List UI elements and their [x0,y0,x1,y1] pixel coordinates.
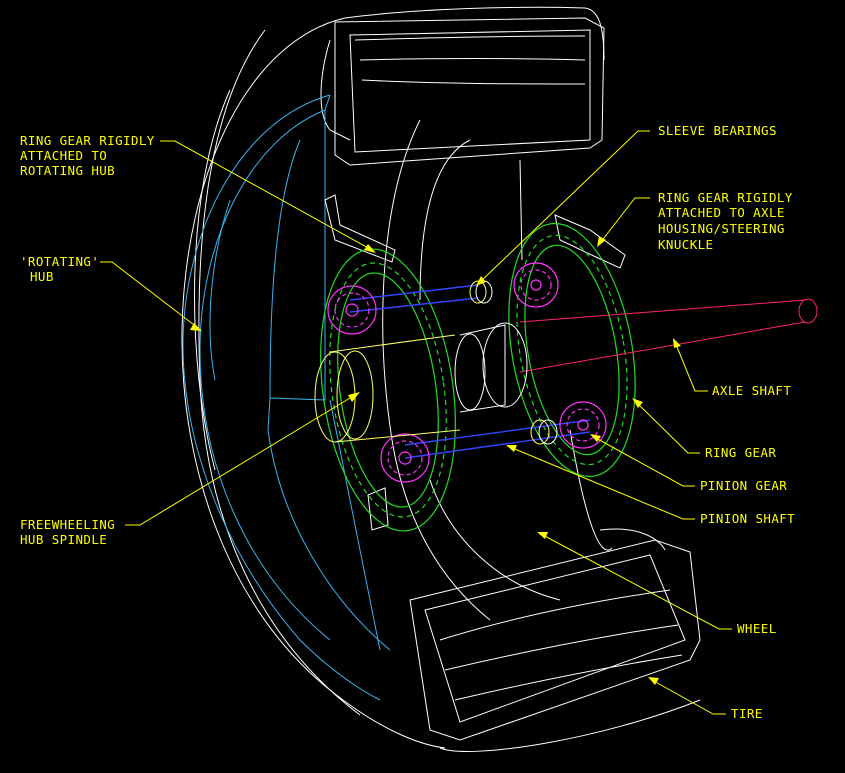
label-line: TIRE [731,706,763,721]
label-rotating-hub: 'ROTATING' HUB [20,254,99,284]
label-line: WHEEL [737,621,777,636]
label-sleeve-bearings: SLEEVE BEARINGS [658,123,777,138]
label-pinion-gear: PINION GEAR [700,478,787,493]
sleeve-bearings [469,280,558,445]
label-axle-shaft: AXLE SHAFT [712,383,791,398]
label-freewheeling-hub-spindle: FREEWHEELING HUB SPINDLE [20,517,115,547]
label-ring-gear-axle: RING GEAR RIGIDLY ATTACHED TO AXLE HOUSI… [658,190,793,252]
label-line: 'ROTATING' [20,254,99,269]
label-ring-gear: RING GEAR [705,445,776,460]
label-line: ATTACHED TO [20,148,107,163]
label-wheel: WHEEL [737,621,777,636]
rotating-hub [182,94,391,701]
label-line: RING GEAR [705,445,776,460]
label-ring-gear-hub: RING GEAR RIGIDLY ATTACHED TO ROTATING H… [20,133,155,178]
ring-gear-hub-side [320,248,456,532]
leader-lines [100,130,732,715]
label-line: HUB [30,269,54,284]
label-line: SLEEVE BEARINGS [658,123,777,138]
label-line: RING GEAR RIGIDLY [658,190,793,205]
pinion-gears [327,262,607,483]
tire-outline [181,6,701,752]
label-line: AXLE SHAFT [712,383,791,398]
label-line: ATTACHED TO AXLE [658,205,785,220]
label-line: HUB SPINDLE [20,532,107,547]
ring-gear-axle-side [508,222,636,478]
label-tire: TIRE [731,706,763,721]
label-line: FREEWHEELING [20,517,115,532]
label-line: ROTATING HUB [20,163,115,178]
label-line: PINION SHAFT [700,511,795,526]
label-line: HOUSING/STEERING [658,221,785,236]
label-line: PINION GEAR [700,478,787,493]
label-line: RING GEAR RIGIDLY [20,133,155,148]
mount-brackets [324,194,626,531]
label-line: KNUCKLE [658,237,713,252]
hub-spindle [314,322,528,443]
label-pinion-shaft: PINION SHAFT [700,511,795,526]
axle-shaft [519,298,818,373]
pinion-shafts [349,284,591,459]
